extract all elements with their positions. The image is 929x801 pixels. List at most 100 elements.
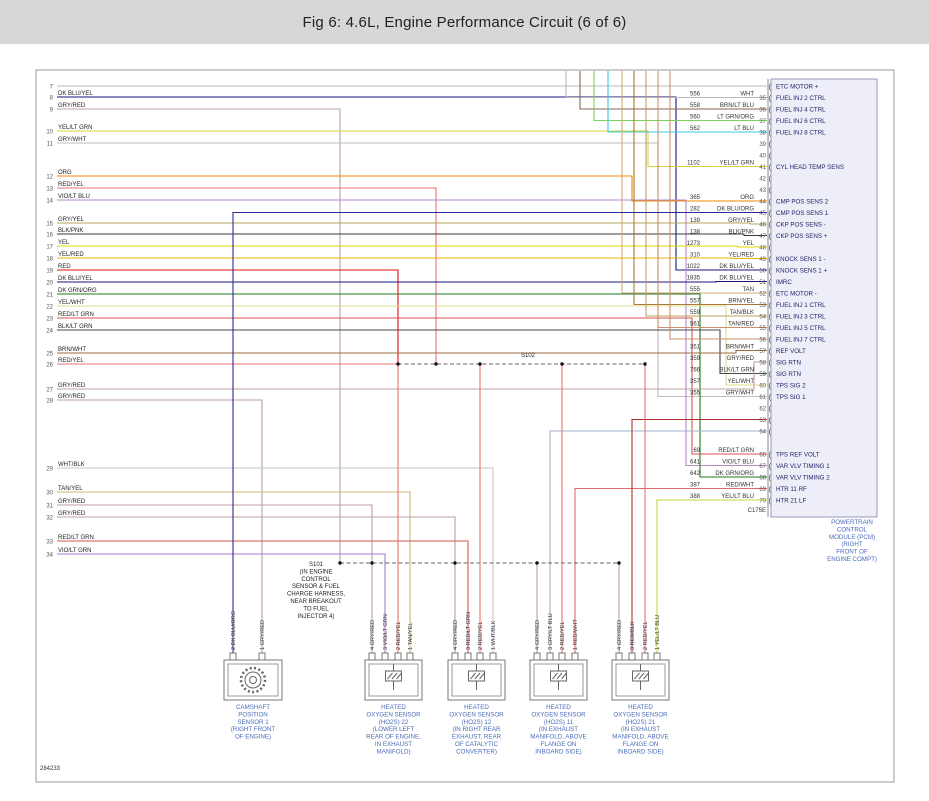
splice-dot-s101 — [370, 561, 374, 565]
component-pin-nub — [229, 652, 237, 661]
pcm-pin-bracket: ( — [769, 197, 772, 206]
pcm-wire-color: YEL — [743, 241, 755, 247]
pcm-wire-color: DK BLU/YEL — [719, 276, 754, 282]
pcm-wire-color: BRN/LT BLU — [720, 103, 754, 109]
pcm-function-label: SIG RTN — [776, 371, 801, 378]
left-pin-number: 20 — [46, 280, 53, 286]
pcm-pin-number: 49 — [759, 257, 766, 263]
pcm-pin-number: 48 — [759, 245, 766, 251]
pcm-pin-number: 54 — [759, 314, 766, 320]
component-pin-nub — [615, 652, 623, 661]
wire-org — [57, 175, 767, 202]
pcm-pin-number: 57 — [759, 349, 766, 355]
pcm-pin-number: 40 — [759, 153, 766, 159]
pcm-function-label: CMP POS SENS 1 — [776, 210, 829, 217]
component-caption: (HO2S) 12 — [462, 719, 492, 726]
left-wire-color-label: RED/YEL — [58, 358, 84, 364]
left-pin-number: 15 — [46, 221, 53, 227]
wire-tan-red — [669, 71, 767, 340]
component-caption: CAMSHAFT — [236, 704, 270, 711]
pcm-pin-bracket: ( — [769, 220, 772, 229]
pcm-wire-color: DK BLU/ORG — [717, 207, 754, 213]
o2-sensor-hatch — [634, 672, 640, 680]
pcm-pin-number: 56 — [759, 337, 766, 343]
pcm-function-label: VAR VLV TIMING 2 — [776, 474, 830, 481]
left-pin-number: 22 — [46, 304, 53, 310]
component-pin-nub — [451, 652, 459, 661]
wire-gry-red — [57, 361, 767, 390]
left-wire-color-label: GRY/WHT — [58, 137, 87, 143]
component-caption: OXYGEN SENSOR — [531, 711, 586, 718]
left-pin-number: 12 — [46, 174, 53, 180]
pcm-pin-bracket: ( — [769, 254, 772, 263]
left-pin-number: 33 — [46, 539, 53, 545]
component-inner-box — [227, 663, 279, 697]
pcm-pin-bracket: ( — [769, 82, 772, 91]
wire-red-lt-grn — [57, 540, 469, 653]
left-wire-color-label: GRY/RED — [58, 383, 86, 389]
left-pin-number: 24 — [46, 328, 53, 334]
o2-sensor-hatch — [552, 672, 558, 680]
pcm-pin-bracket: ( — [769, 450, 772, 459]
pcm-pin-number: 63 — [759, 418, 766, 424]
pcm-function-label: HTR 11 RF — [776, 486, 807, 493]
o2-sensor-hatch — [391, 672, 398, 680]
splice-note-s102: S102 — [521, 353, 536, 359]
pcm-caption: ENGINE COMPT) — [827, 556, 877, 563]
pcm-pin-bracket: ( — [769, 300, 772, 309]
pcm-pin-number: 62 — [759, 406, 766, 412]
component-pin-nub — [571, 652, 579, 661]
wire-tan-yel — [57, 491, 411, 653]
wire-dk-blu-org — [232, 211, 767, 653]
wire-brn-lt-blu — [579, 71, 767, 110]
left-pin-number: 31 — [46, 503, 53, 509]
pcm-pin-bracket: ( — [769, 116, 772, 125]
pcm-pin-bracket: ( — [769, 312, 772, 321]
left-pin-number: 9 — [50, 107, 54, 113]
stub-wire-label: 4 GRY/RED — [535, 620, 541, 650]
component-pin-nub — [258, 652, 266, 661]
pcm-circuit-number: 562 — [690, 126, 701, 132]
pcm-pin-number: 44 — [759, 199, 766, 205]
stub-wire-label: 3 GRY/LT BLU — [548, 613, 554, 650]
o2-sensor-hatch — [479, 672, 485, 680]
splice-dot-s101 — [338, 561, 342, 565]
wire-wht-blk — [57, 467, 494, 653]
pcm-circuit-number: 388 — [690, 494, 701, 500]
left-pin-number: 14 — [46, 198, 53, 204]
pcm-pin-bracket: ( — [769, 174, 772, 183]
pcm-pin-number: 58 — [759, 360, 766, 366]
left-wire-color-label: GRY/RED — [58, 394, 86, 400]
wire-yel-red — [57, 257, 767, 260]
pcm-pin-number: 53 — [759, 303, 766, 309]
pcm-circuit-number: 138 — [690, 230, 701, 236]
wire-yel-wht — [57, 305, 767, 386]
pcm-circuit-number: 69 — [693, 448, 700, 454]
pcm-caption: POWERTRAIN — [831, 519, 873, 526]
pcm-pin-number: 45 — [759, 211, 766, 217]
pcm-function-label: IMRC — [776, 279, 792, 286]
component-caption: CONVERTER) — [456, 748, 497, 755]
component-pin-nub — [464, 652, 472, 661]
pcm-pin-bracket: ( — [769, 162, 772, 171]
left-pin-number: 26 — [46, 362, 53, 368]
pcm-function-label: FUEL INJ 1 CTRL — [776, 302, 826, 309]
pcm-pin-number: 60 — [759, 383, 766, 389]
left-wire-color-label: GRY/YEL — [58, 217, 85, 223]
o2-sensor-hatch — [387, 672, 393, 680]
pcm-pin-number: 36 — [759, 107, 766, 113]
pcm-pin-bracket: ( — [769, 381, 772, 390]
component-caption: POSITION — [238, 711, 268, 718]
splice-note-s101: NEAR BREAKOUT — [290, 599, 342, 605]
component-caption: (RIGHT FRONT — [231, 726, 275, 733]
pcm-pin-bracket: ( — [769, 335, 772, 344]
pcm-pin-bracket: ( — [769, 289, 772, 298]
wire-tan-red — [657, 71, 767, 329]
left-pin-number: 28 — [46, 398, 53, 404]
pcm-wire-color: YEL/WHT — [727, 379, 754, 385]
component-caption: REAR OF ENGINE, — [366, 734, 421, 741]
component-caption: INBOARD SIDE) — [535, 748, 581, 755]
pcm-pin-bracket: ( — [769, 404, 772, 413]
wire-tan-blk — [645, 71, 767, 317]
